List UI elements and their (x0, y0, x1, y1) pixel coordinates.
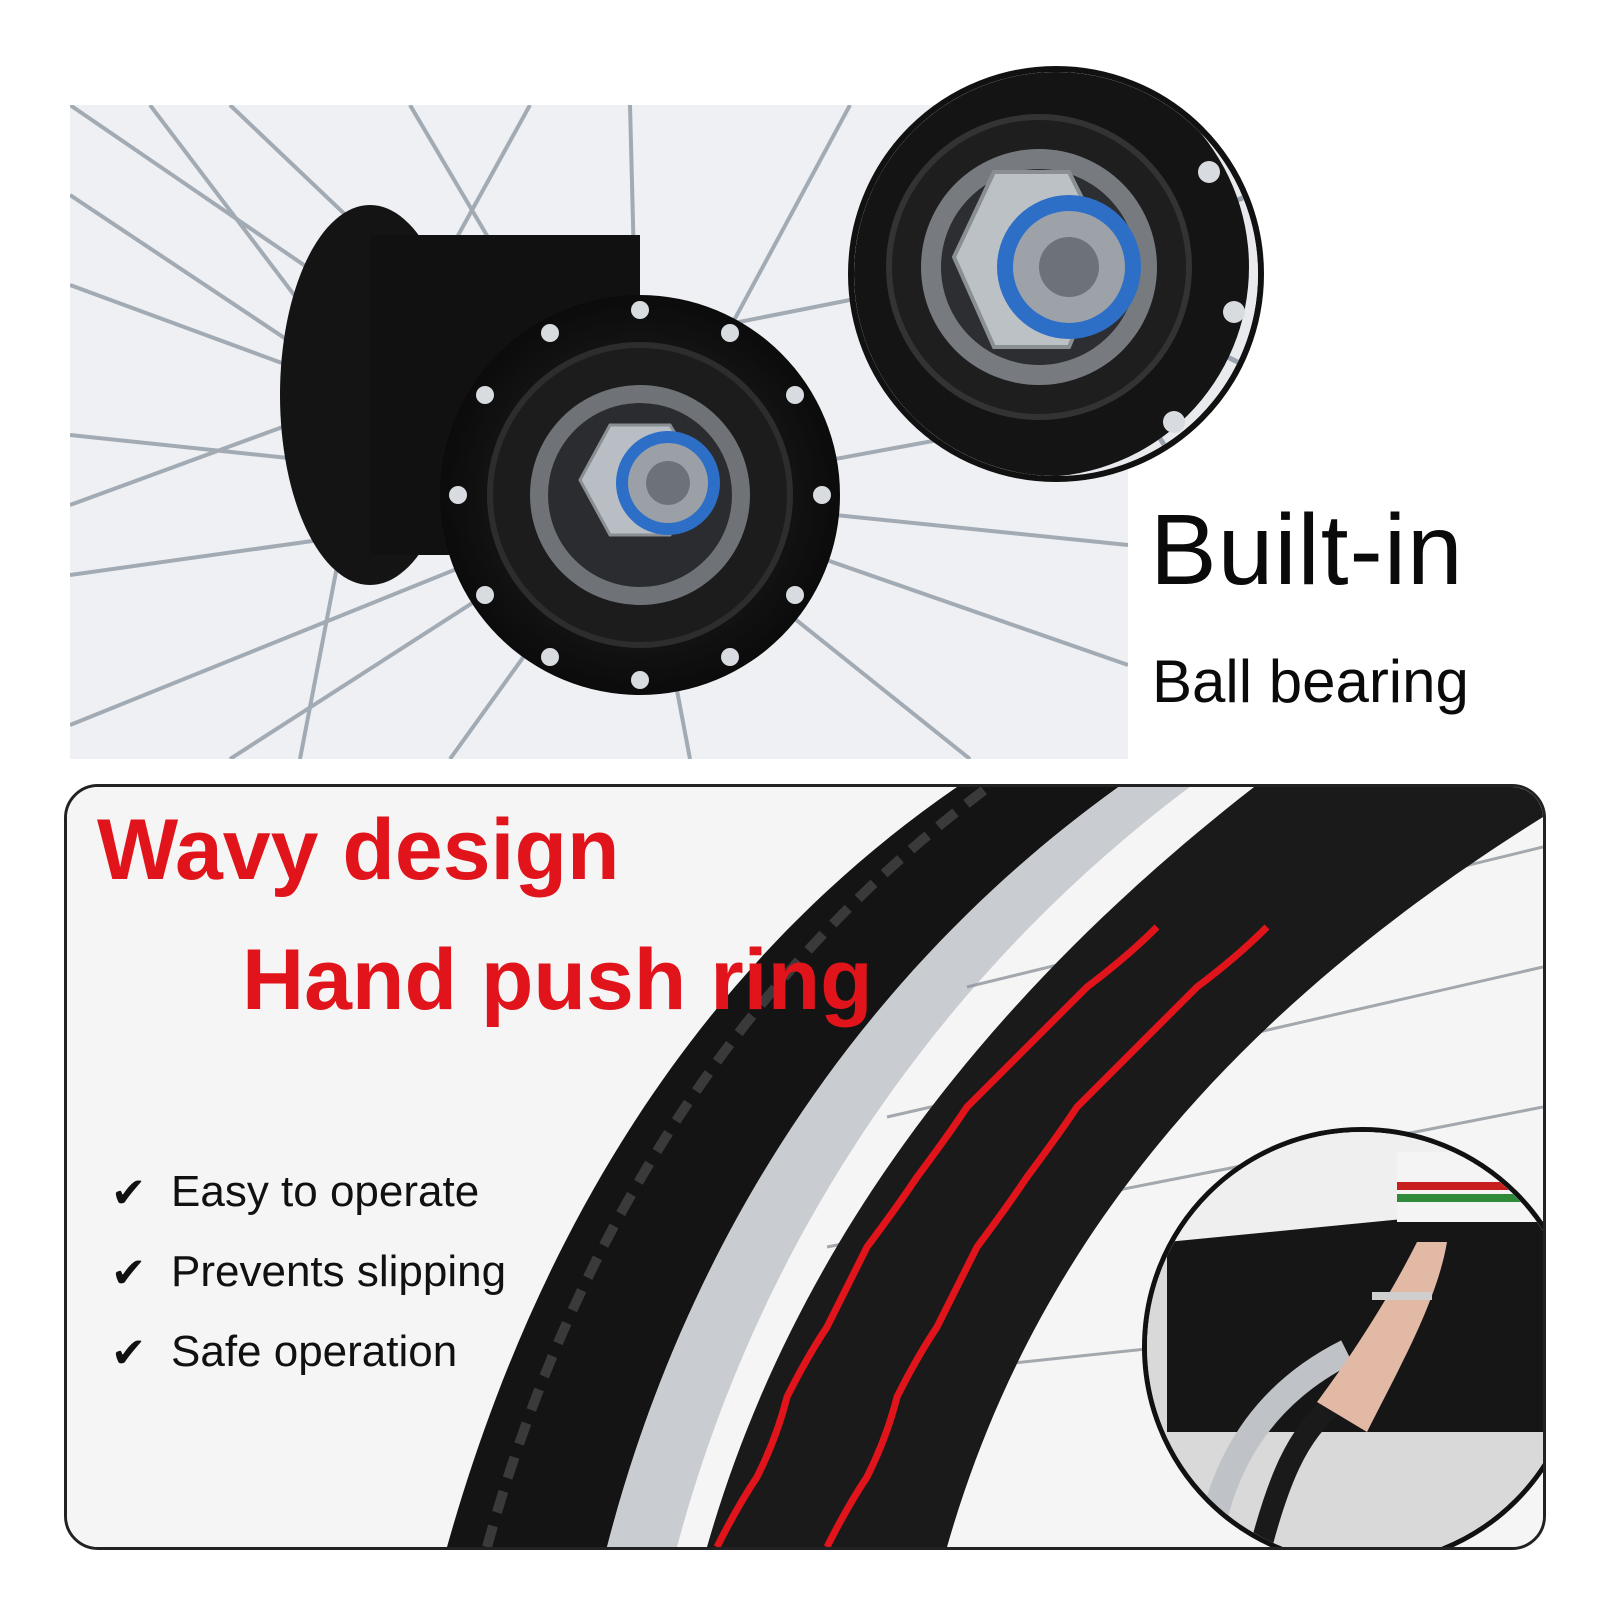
wavy-design-title: Wavy design (97, 802, 620, 898)
push-ring-panel: Wavy design Hand push ring ✔ Easy to ope… (64, 784, 1546, 1550)
hand-push-ring-subtitle: Hand push ring (242, 932, 873, 1028)
check-icon: ✔ (111, 1168, 147, 1216)
hand-grip-inset-circle (1142, 1127, 1543, 1547)
ball-bearing-subtitle: Ball bearing (1152, 648, 1469, 715)
feature-list: ✔ Easy to operate ✔ Prevents slipping ✔ … (111, 1152, 506, 1392)
bearing-zoom-circle (848, 66, 1264, 482)
feature-label: Easy to operate (171, 1167, 480, 1216)
hand-grip-illustration (1147, 1132, 1543, 1547)
check-icon: ✔ (111, 1248, 147, 1296)
feature-item: ✔ Safe operation (111, 1312, 506, 1392)
feature-item: ✔ Easy to operate (111, 1152, 506, 1232)
bearing-closeup-illustration (854, 72, 1258, 476)
check-icon: ✔ (111, 1328, 147, 1376)
built-in-title: Built-in (1150, 494, 1464, 606)
feature-label: Prevents slipping (171, 1247, 507, 1296)
feature-item: ✔ Prevents slipping (111, 1232, 506, 1312)
feature-label: Safe operation (171, 1327, 458, 1376)
